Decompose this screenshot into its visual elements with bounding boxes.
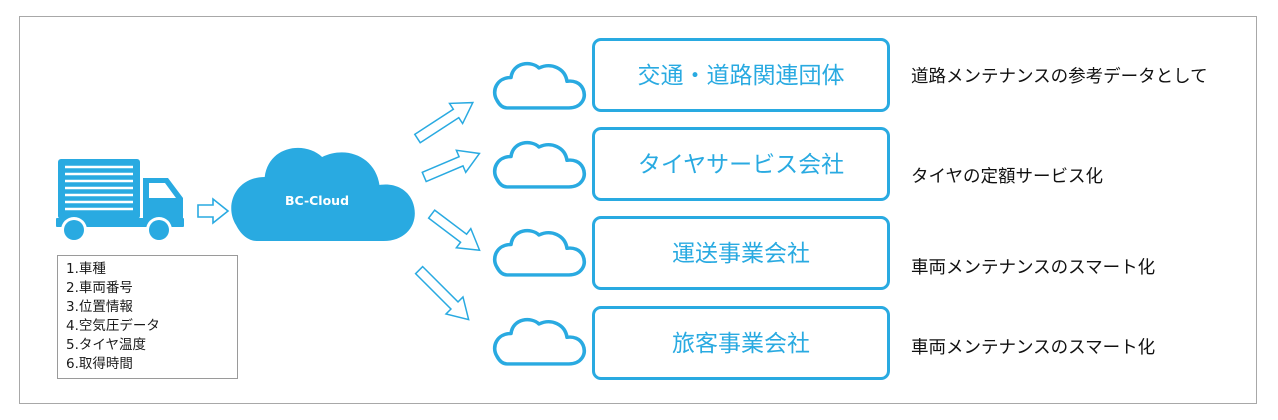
destination-box-passenger: 旅客事業会社 [592, 306, 890, 380]
destination-label: 運送事業会社 [672, 241, 810, 267]
arrow-right-icon [421, 149, 481, 183]
destination-label: 旅客事業会社 [672, 331, 810, 357]
cloud-icon [492, 140, 587, 189]
purpose-text: 道路メンテナンスの参考データとして [911, 67, 1208, 87]
arrow-right-icon [413, 101, 475, 144]
destination-box-tire-service: タイヤサービス会社 [592, 127, 890, 201]
arrow-right-icon [427, 209, 481, 252]
destination-label: 交通・道路関連団体 [637, 63, 845, 89]
truck-icon [56, 159, 184, 243]
cloud-icon [492, 317, 587, 366]
cloud-icon [492, 61, 587, 110]
arrow-right-icon [414, 265, 470, 321]
arrow-right-icon [197, 197, 230, 225]
purpose-text: 車両メンテナンスのスマート化 [911, 338, 1156, 358]
purpose-text: 車両メンテナンスのスマート化 [911, 258, 1156, 278]
list-item: 3.位置情報 [66, 299, 133, 315]
purpose-text: タイヤの定額サービス化 [911, 167, 1103, 187]
destination-box-traffic: 交通・道路関連団体 [592, 38, 890, 112]
cloud-icon [492, 228, 587, 277]
list-item: 1.車種 [66, 261, 106, 277]
destination-label: タイヤサービス会社 [637, 152, 845, 178]
cloud-label: BC-Cloud [284, 193, 350, 208]
destination-box-transport: 運送事業会社 [592, 216, 890, 290]
list-item: 6.取得時間 [66, 356, 133, 372]
list-item: 4.空気圧データ [66, 318, 160, 334]
list-item: 5.タイヤ温度 [66, 337, 146, 353]
diagram-frame [19, 16, 1257, 404]
vehicle-data-list: 1.車種 2.車両番号 3.位置情報 4.空気圧データ 5.タイヤ温度 6.取得… [57, 255, 238, 379]
list-item: 2.車両番号 [66, 280, 133, 296]
